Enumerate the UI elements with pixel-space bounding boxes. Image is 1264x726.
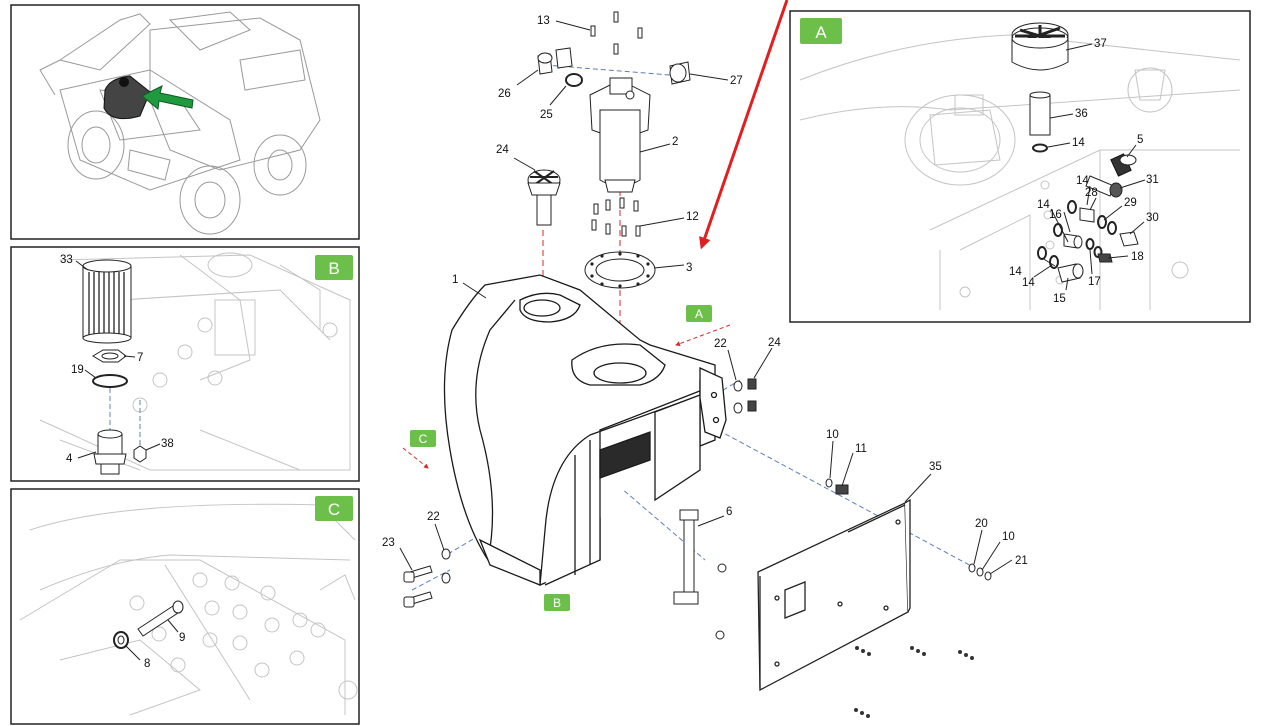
panel-b-tag-text: B: [328, 259, 339, 278]
callout-26: 26: [498, 88, 511, 100]
view-tag-c-text: C: [419, 432, 428, 446]
panel-a-tag-text: A: [815, 23, 827, 42]
fitting-27: [669, 61, 691, 85]
callout-6: 6: [726, 506, 732, 518]
adapter-4: [93, 429, 127, 475]
detail-panel-b: B 33 7 19 4 38: [10, 246, 360, 482]
callout-3: 3: [686, 262, 692, 274]
view-tag-a: [686, 305, 712, 322]
adapter-36: [1029, 91, 1051, 153]
callout-15: 15: [1053, 293, 1066, 305]
callout-29: 29: [1124, 197, 1137, 209]
telehandler-illustration: [39, 11, 321, 235]
detail-panel-c: C 9 8: [10, 488, 360, 725]
fuel-tank-1: [443, 274, 727, 586]
bolts-10-11: [825, 478, 992, 581]
panel-a-tag: [800, 18, 842, 44]
callout-10-right: 10: [1002, 531, 1015, 543]
callout-9: 9: [179, 632, 185, 644]
hardware-22-24-right: [733, 378, 757, 414]
panel-c-tag-text: C: [328, 500, 340, 519]
seal-19: [92, 374, 128, 388]
view-tag-c: [410, 430, 436, 447]
callout-25: 25: [540, 109, 553, 121]
detail-panel-a: A 37 36 14 5 31 14 28 29 30 16 14: [789, 10, 1251, 323]
callout-5: 5: [1137, 134, 1143, 146]
callout-36: 36: [1075, 108, 1088, 120]
adapter-28: [1079, 207, 1095, 223]
callout-33: 33: [60, 254, 73, 266]
callout-22-right: 22: [714, 338, 727, 350]
callout-38: 38: [161, 438, 174, 450]
seals-a: [1037, 200, 1117, 269]
bolt-30: [1119, 231, 1139, 247]
filler-cap-24: [527, 169, 561, 226]
bolt-18: [1097, 253, 1113, 263]
callout-23: 23: [382, 537, 395, 549]
fitting-31: [1085, 175, 1123, 198]
callout-30: 30: [1146, 212, 1159, 224]
callout-12: 12: [686, 211, 699, 223]
panel-b-callouts: [75, 260, 161, 459]
view-tag-b: [544, 594, 570, 611]
machine-overview-panel: [10, 4, 360, 240]
callout-14-c: 14: [1037, 199, 1050, 211]
callout-8: 8: [144, 658, 150, 670]
callout-14-b: 14: [1076, 175, 1089, 187]
callout-24-top: 24: [496, 144, 509, 156]
callout-21: 21: [1015, 555, 1028, 567]
fasteners-loose: [854, 646, 974, 718]
green-pointer-arrow: [141, 85, 194, 110]
callout-19: 19: [71, 364, 84, 376]
view-tag-a-text: A: [695, 307, 703, 321]
level-sender-2: [589, 77, 651, 193]
callout-22-left: 22: [427, 511, 440, 523]
view-tag-b-text: B: [553, 596, 561, 610]
callout-27: 27: [730, 75, 743, 87]
filter-element-33: [82, 259, 132, 344]
main-exploded-view: A C B 13 26: [382, 11, 1028, 718]
callout-7: 7: [137, 352, 143, 364]
fuel-tank-highlight: [103, 75, 151, 120]
flange-ring-3: [584, 251, 656, 289]
panel-b-tag: [315, 255, 353, 280]
callout-1: 1: [452, 274, 458, 286]
red-pointer-arrow: [699, 0, 789, 250]
callout-14-e: 14: [1022, 277, 1035, 289]
callout-14-a: 14: [1072, 137, 1085, 149]
callout-37: 37: [1094, 38, 1107, 50]
callout-14-d: 14: [1009, 266, 1022, 278]
bolts-23: [403, 548, 451, 608]
callout-17: 17: [1088, 276, 1101, 288]
callout-20: 20: [975, 518, 988, 530]
callout-13: 13: [537, 15, 550, 27]
fitting-26: [537, 52, 553, 75]
nut-38: [133, 445, 147, 463]
callout-31: 31: [1146, 174, 1159, 186]
callout-24-right: 24: [768, 337, 781, 349]
panel-c-tag: [315, 496, 353, 521]
adapter-16: [1063, 233, 1083, 249]
screws-12: [591, 197, 641, 237]
cover-panel-35: [757, 498, 911, 692]
callout-35: 35: [929, 461, 942, 473]
screws-13: [590, 11, 643, 55]
bolt-9: [137, 600, 184, 637]
callout-11: 11: [855, 443, 867, 455]
callout-10-top: 10: [826, 429, 839, 441]
callout-16: 16: [1049, 209, 1062, 221]
fitting-15: [1057, 263, 1084, 283]
washer-8: [113, 631, 129, 649]
strap-6: [673, 509, 727, 640]
callout-28: 28: [1085, 187, 1098, 199]
callout-2: 2: [672, 136, 678, 148]
callout-4: 4: [66, 453, 73, 465]
callout-18: 18: [1131, 251, 1144, 263]
breather-cap-37: [1011, 22, 1069, 71]
fitting-25: [555, 47, 583, 87]
